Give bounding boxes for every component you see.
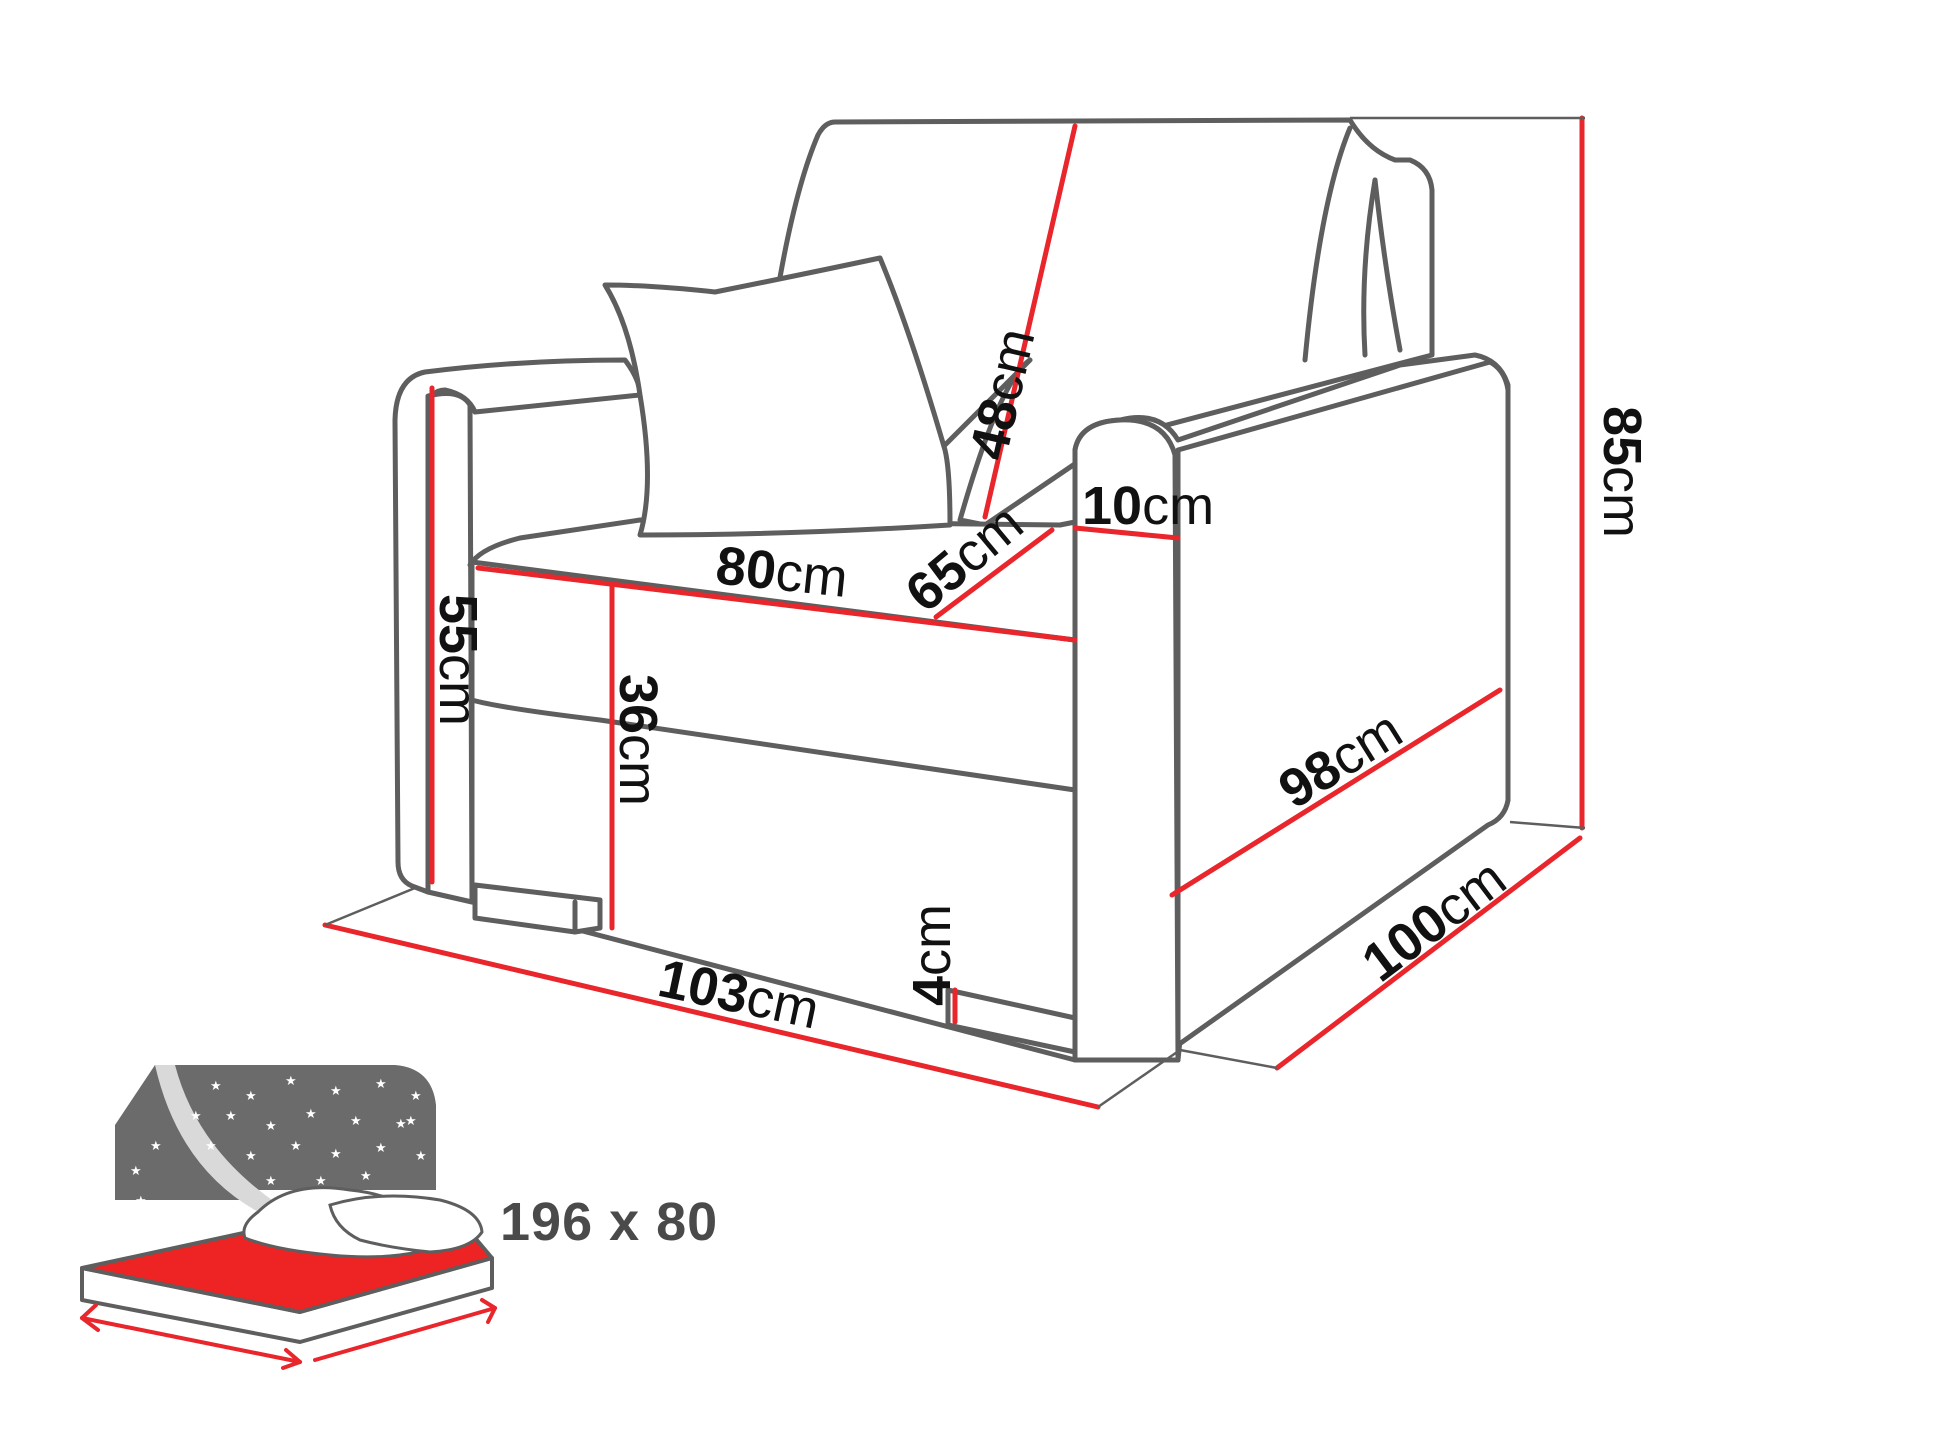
- value-total-height: 85: [1592, 406, 1652, 466]
- value-arm-height: 55: [428, 594, 488, 654]
- svg-text:★: ★: [305, 1107, 317, 1122]
- svg-text:★: ★: [315, 1174, 327, 1189]
- svg-text:★: ★: [130, 1164, 142, 1179]
- dim-line-seat-width: [475, 565, 1078, 643]
- svg-text:★: ★: [265, 1119, 277, 1134]
- backrest-fold-line: [1302, 125, 1353, 363]
- label-total-width: 103cm: [653, 948, 824, 1040]
- extension-line: [1097, 1048, 1181, 1109]
- svg-text:★: ★: [190, 1109, 202, 1124]
- value-seat-width: 80: [713, 535, 779, 601]
- svg-text:★: ★: [375, 1077, 387, 1092]
- value-seat-height: 36: [608, 674, 668, 734]
- svg-text:★: ★: [135, 1194, 147, 1209]
- backrest-fold-line: [1372, 177, 1403, 353]
- extension-lines: [324, 116, 1586, 1109]
- svg-text:★: ★: [330, 1084, 342, 1099]
- unit-leg-height: cm: [902, 904, 962, 976]
- unit-armrest-width: cm: [1142, 476, 1214, 536]
- svg-text:★: ★: [375, 1141, 387, 1156]
- dim-line-total-depth: [1274, 835, 1583, 1071]
- bed-pillow: [328, 1194, 484, 1254]
- svg-text:★: ★: [245, 1089, 257, 1104]
- label-total-height: 85cm: [1592, 406, 1652, 538]
- dim-line-seat-depth: [933, 527, 1055, 620]
- dim-line-total-width: [322, 922, 1101, 1110]
- svg-text:★: ★: [330, 1147, 342, 1162]
- sleeping-bed-icon: ★★★★★★ ★★★★★ ★★★★★★ ★★★★★ ★★★ 196 x 80: [80, 1065, 718, 1370]
- svg-text:★: ★: [285, 1074, 297, 1089]
- value-backrest: 48: [958, 393, 1030, 465]
- value-armrest-width: 10: [1082, 476, 1142, 536]
- label-arm-height: 55cm: [428, 594, 488, 726]
- unit-seat-height: cm: [608, 734, 668, 806]
- unit-total-height: cm: [1592, 466, 1652, 538]
- svg-text:★: ★: [360, 1169, 372, 1184]
- extension-line: [1179, 1048, 1278, 1070]
- label-leg-height: 4cm: [902, 904, 962, 1006]
- svg-text:★: ★: [265, 1174, 277, 1189]
- star-icon: ★★★★★★ ★★★★★ ★★★★★★ ★★★★★ ★★★: [130, 1074, 427, 1209]
- extension-line: [324, 886, 416, 927]
- dimension-lines: [322, 115, 1585, 1110]
- dim-line-armrest-width: [1072, 525, 1181, 541]
- unit-total-width: cm: [741, 967, 824, 1041]
- svg-text:★: ★: [350, 1114, 362, 1129]
- dim-line-arm-depth: [1169, 687, 1503, 898]
- unit-arm-height: cm: [428, 654, 488, 726]
- value-leg-height: 4: [902, 976, 962, 1006]
- dim-line-backrest: [982, 123, 1078, 520]
- bed-size-label: 196 x 80: [500, 1192, 718, 1252]
- right-arm-front-outline: [1072, 417, 1181, 1063]
- svg-text:★: ★: [245, 1149, 257, 1164]
- svg-text:★: ★: [415, 1149, 427, 1164]
- svg-text:★: ★: [395, 1117, 407, 1132]
- cushion-outline: [602, 255, 953, 538]
- svg-text:★: ★: [150, 1139, 162, 1154]
- extension-line: [1509, 820, 1586, 830]
- unit-seat-width: cm: [773, 542, 851, 609]
- bed-blanket-curve: [155, 1065, 300, 1218]
- right-arm-side-outline: [1175, 359, 1511, 1048]
- armchair-drawing-icon: [392, 117, 1511, 1063]
- svg-text:★: ★: [410, 1089, 422, 1104]
- backrest-fold-line: [1361, 177, 1378, 358]
- label-seat-width: 80cm: [713, 535, 851, 608]
- label-armrest-width: 10cm: [1082, 476, 1214, 536]
- svg-text:★: ★: [405, 1114, 417, 1129]
- right-leg-outline: [945, 987, 1078, 1055]
- svg-text:★: ★: [225, 1109, 237, 1124]
- left-leg-outline: [472, 882, 603, 935]
- svg-text:★: ★: [290, 1139, 302, 1154]
- bed-backdrop-curve: [115, 1065, 245, 1200]
- seat-seam-line: [469, 697, 1078, 793]
- svg-text:★: ★: [210, 1079, 222, 1094]
- label-seat-height: 36cm: [608, 674, 668, 806]
- bed-dimension-arrows: [80, 1298, 497, 1370]
- svg-text:★: ★: [205, 1139, 217, 1154]
